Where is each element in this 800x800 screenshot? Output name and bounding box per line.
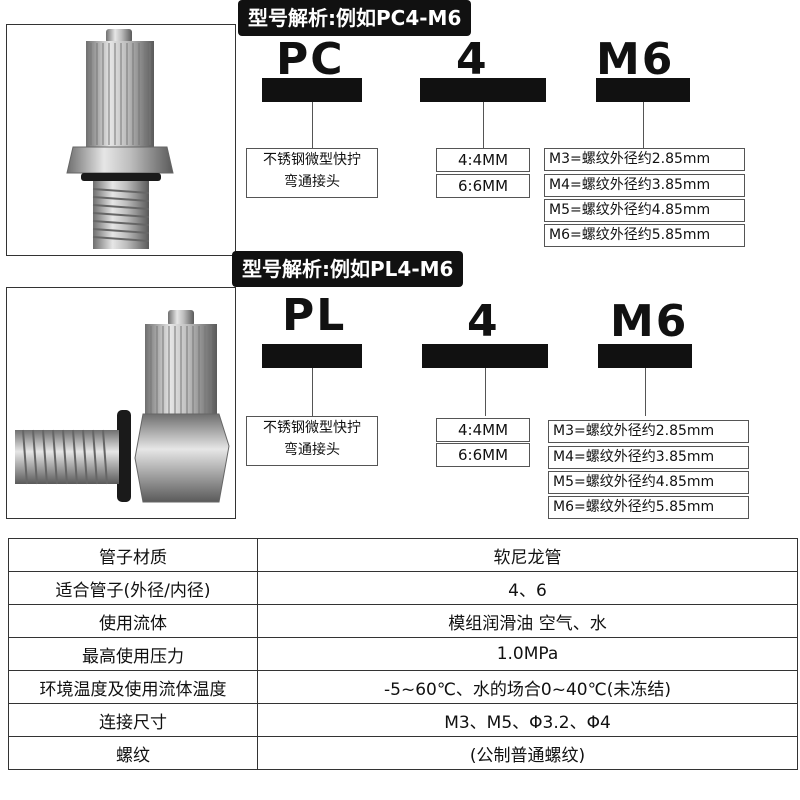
type-desc-line1: 不锈钢微型快拧 (263, 152, 361, 168)
product-photo-straight (6, 24, 236, 256)
section1-code-type: PC (276, 34, 345, 85)
section1-thread-option: M6=螺纹外径约5.85mm (544, 224, 745, 247)
connector-line (645, 368, 646, 416)
connector-line (643, 102, 644, 148)
connector-line (312, 102, 313, 148)
spec-key: 使用流体 (8, 604, 258, 638)
spec-key: 环境温度及使用流体温度 (8, 670, 258, 704)
section1-thread-option: M4=螺纹外径约3.85mm (544, 174, 745, 197)
section2-thread-option: M5=螺纹外径约4.85mm (548, 471, 749, 494)
connector-line (485, 368, 486, 416)
elbow-fitting-image (15, 310, 230, 503)
section2-title: 型号解析:例如PL4-M6 (232, 251, 464, 287)
section1-code-bar-type (262, 78, 362, 102)
spec-key: 管子材质 (8, 538, 258, 572)
table-row: 使用流体 模组润滑油 空气、水 (8, 604, 798, 638)
spec-key: 螺纹 (8, 736, 258, 770)
section2-type-desc: 不锈钢微型快拧 弯通接头 (246, 416, 378, 466)
section2-code-bar-size (422, 344, 548, 368)
spec-value: M3、M5、Φ3.2、Φ4 (257, 703, 798, 737)
section1-code-size: 4 (456, 34, 489, 85)
section2-code-size: 4 (467, 296, 500, 347)
table-row: 最高使用压力 1.0MPa (8, 637, 798, 671)
spec-table: 管子材质 软尼龙管 适合管子(外径/内径) 4、6 使用流体 模组润滑油 空气、… (8, 538, 798, 770)
type-desc-line2: 弯通接头 (284, 174, 340, 190)
spec-value: (公制普通螺纹) (257, 736, 798, 770)
product-photo-elbow (6, 287, 236, 519)
spec-value: 模组润滑油 空气、水 (257, 604, 798, 638)
section1-size-option: 6:6MM (436, 174, 530, 198)
section2-code-bar-thread (598, 344, 692, 368)
table-row: 螺纹 (公制普通螺纹) (8, 736, 798, 770)
spec-key: 最高使用压力 (8, 637, 258, 671)
spec-key: 连接尺寸 (8, 703, 258, 737)
section2-thread-option: M6=螺纹外径约5.85mm (548, 496, 749, 519)
section1-thread-option: M3=螺纹外径约2.85mm (544, 148, 745, 171)
section1-size-option: 4:4MM (436, 148, 530, 172)
type-desc-line1: 不锈钢微型快拧 (263, 420, 361, 436)
section1-code-thread: M6 (596, 34, 675, 85)
section2-thread-option: M4=螺纹外径约3.85mm (548, 446, 749, 469)
section1-code-bar-size (420, 78, 546, 102)
section2-code-bar-type (262, 344, 362, 368)
section1-thread-option: M5=螺纹外径约4.85mm (544, 199, 745, 222)
spec-value: -5~60℃、水的场合0~40℃(未冻结) (257, 670, 798, 704)
spec-key: 适合管子(外径/内径) (8, 571, 258, 605)
connector-line (483, 102, 484, 148)
section1-title: 型号解析:例如PC4-M6 (238, 0, 472, 36)
section2-size-option: 4:4MM (436, 418, 530, 442)
spec-value: 4、6 (257, 571, 798, 605)
section2-thread-option: M3=螺纹外径约2.85mm (548, 420, 749, 443)
section1-type-desc: 不锈钢微型快拧 弯通接头 (246, 148, 378, 198)
table-row: 连接尺寸 M3、M5、Φ3.2、Φ4 (8, 703, 798, 737)
section2-code-thread: M6 (610, 296, 689, 347)
straight-fitting-image (66, 29, 174, 249)
spec-value: 1.0MPa (257, 637, 798, 671)
spec-value: 软尼龙管 (257, 538, 798, 572)
connector-line (312, 368, 313, 416)
table-row: 管子材质 软尼龙管 (8, 538, 798, 572)
table-row: 环境温度及使用流体温度 -5~60℃、水的场合0~40℃(未冻结) (8, 670, 798, 704)
type-desc-line2: 弯通接头 (284, 442, 340, 458)
section2-code-type: PL (282, 290, 347, 341)
section2-size-option: 6:6MM (436, 443, 530, 467)
table-row: 适合管子(外径/内径) 4、6 (8, 571, 798, 605)
section1-code-bar-thread (596, 78, 690, 102)
